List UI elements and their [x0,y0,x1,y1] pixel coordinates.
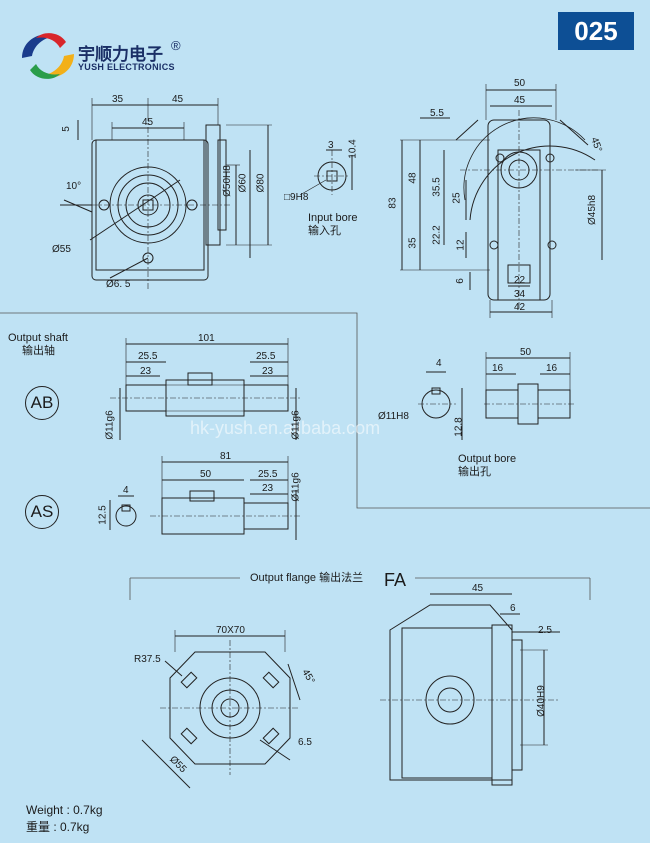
dim-25-5-right: 25.5 [256,351,276,362]
dim-r37-5: R37.5 [134,654,161,665]
dim-45-flange: 45 [472,583,484,594]
dim-50-as: 50 [200,469,212,480]
output-flange-label: Output flange 输出法兰 [250,572,364,584]
output-bore-view [418,352,575,440]
output-shaft-label: Output shaft [8,332,68,344]
variant-as-tag: AS [25,495,59,529]
weight-en: Weight : 0.7kg [26,803,103,817]
dim-3: 3 [328,140,334,151]
dim-5: 5 [60,126,72,132]
shaft-ab-view [110,338,300,440]
dim-12-5: 12.5 [97,505,109,525]
dim-25: 25 [451,192,463,204]
dim-35-5: 35.5 [431,177,443,197]
dim-11g6-as: Ø11g6 [290,472,302,502]
dim-6-5: Ø6. 5 [106,279,131,290]
shaft-as-view [110,456,300,540]
dim-22-2: 22.2 [431,225,443,245]
dim-6-flange: 6 [510,603,516,614]
brand-name-cn: 宇顺力电子 [78,45,163,64]
dim-48: 48 [407,172,419,184]
dim-101: 101 [198,333,215,344]
variant-ab-tag: AB [25,386,59,420]
dim-6: 6 [454,278,466,284]
output-bore-label-cn: 输出孔 [458,466,491,478]
dim-4-bore: 4 [436,358,442,369]
dim-10-deg: 10° [66,181,82,192]
dim-25-5-as: 25.5 [258,469,278,480]
flange-front-view [142,630,300,788]
dim-23-right: 23 [262,366,274,377]
input-bore-label-cn: 输入孔 [308,225,341,237]
dim-10-4: 10.4 [347,139,359,159]
dim-70x70: 70X70 [216,625,245,636]
dim-6-5-flange: 6.5 [298,737,312,748]
dim-80: Ø80 [255,173,267,193]
front-view [60,98,272,290]
dim-9h8: □9H8 [284,192,309,203]
dim-16-left: 16 [492,363,504,374]
dim-50-top: 50 [514,78,526,89]
dim-23-as: 23 [262,483,274,494]
dim-42: 42 [514,302,526,313]
dim-5-5: 5.5 [430,108,444,119]
dim-45-inner: 45 [142,117,154,128]
dim-45-top: 45 [172,94,184,105]
input-bore-view [300,150,352,195]
dim-34: 34 [514,289,526,300]
dim-22: 22 [514,275,526,286]
dim-81: 81 [220,451,232,462]
dim-83: 83 [387,197,399,209]
side-view [400,84,606,318]
dim-50-bore: 50 [520,347,532,358]
dim-2-5: 2.5 [538,625,552,636]
dim-11g6-left: Ø11g6 [104,410,116,440]
dim-35-right: 35 [407,237,419,249]
logo-mark [22,33,74,79]
registered-mark: ® [171,38,181,53]
output-shaft-label-cn: 输出轴 [22,345,55,357]
section-divider [0,313,650,508]
dim-16-right: 16 [546,363,558,374]
dim-45-top-right: 45 [514,95,526,106]
dim-11h8: Ø11H8 [378,411,409,422]
dim-55: Ø55 [52,244,71,255]
dim-40h9: Ø40H9 [535,685,547,717]
dim-60: Ø60 [237,173,249,193]
output-bore-label: Output bore [458,453,517,465]
weight-cn: 重量 : 0.7kg [26,820,90,834]
watermark: hk-yush.en.alibaba.com [190,418,381,438]
dim-12: 12 [455,239,467,251]
dim-25-5-left: 25.5 [138,351,158,362]
dim-4-as: 4 [123,485,129,496]
flange-fa-tag: FA [384,570,407,590]
dim-23-left: 23 [140,366,152,377]
input-bore-label: Input bore [308,212,358,224]
dim-11g6-right: Ø11g6 [290,410,302,440]
dim-50h8: Ø50H8 [221,165,233,197]
brand-name-en: YUSH ELECTRONICS [78,62,175,72]
flange-side-view [380,594,560,785]
dim-12-8: 12.8 [453,417,465,437]
dim-35: 35 [112,94,124,105]
dim-45h8: Ø45h8 [587,194,599,226]
model-badge: 025 [558,12,634,50]
